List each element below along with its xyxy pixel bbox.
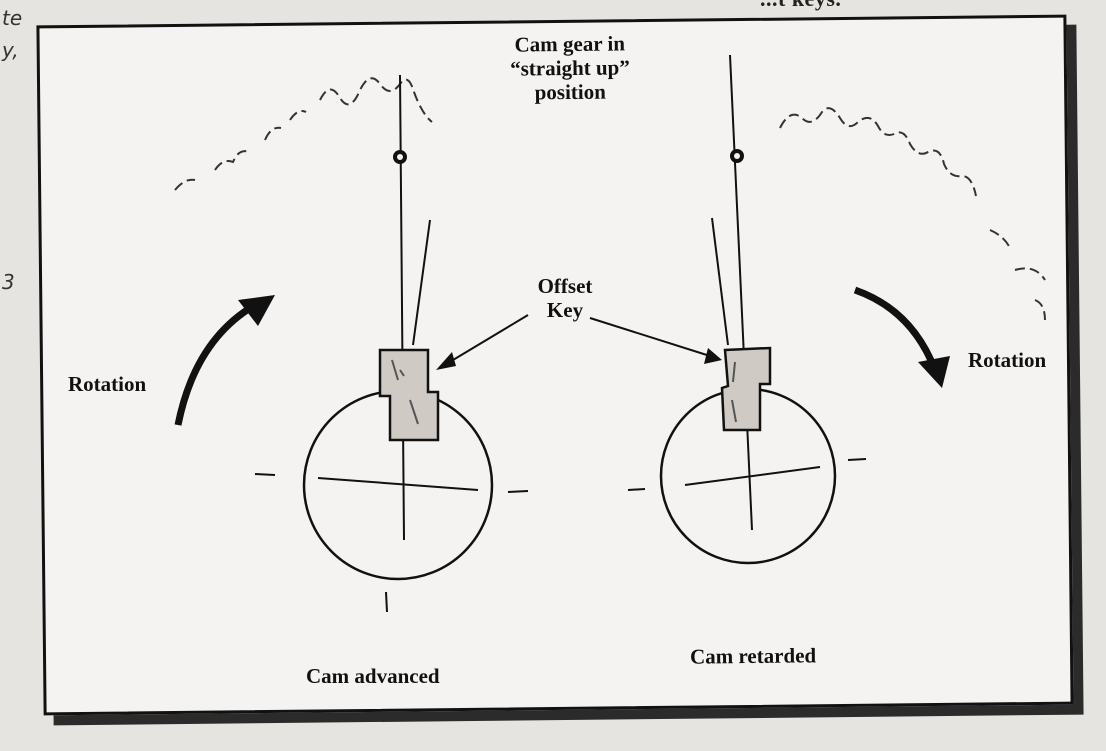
cam-gear-label-line3: position xyxy=(534,79,606,105)
top-cut-text: ...t keys. xyxy=(760,0,841,12)
right-offset-line xyxy=(711,217,729,346)
right-center-line xyxy=(729,54,753,531)
offset-key-label: Offset Key xyxy=(515,274,615,322)
rotation-label-right: Rotation xyxy=(968,348,1047,372)
gear-teeth-left xyxy=(174,77,433,191)
offset-arrow-left xyxy=(447,314,529,364)
margin-text-3: 3 xyxy=(2,270,15,294)
rotation-label-left: Rotation xyxy=(68,372,147,396)
margin-text-1: te xyxy=(2,6,23,30)
cam-advanced-label: Cam advanced xyxy=(306,664,440,688)
left-offset-line xyxy=(412,219,431,346)
rotation-arrow-left xyxy=(174,301,257,426)
offset-key-left xyxy=(378,348,440,442)
left-center-line xyxy=(399,74,405,541)
margin-text-2: y, xyxy=(2,38,19,62)
gear-teeth-right xyxy=(779,107,1046,321)
offset-arrow-right xyxy=(589,317,711,357)
cam-retarded-label: Cam retarded xyxy=(689,643,817,669)
cam-gear-label: Cam gear in “straight up” position xyxy=(470,31,671,106)
cam-gear-label-line2: “straight up” xyxy=(510,55,630,81)
offset-key-label-line1: Offset xyxy=(537,274,593,298)
offset-key-right xyxy=(720,346,772,432)
cam-gear-label-line1: Cam gear in xyxy=(514,31,626,57)
offset-key-label-line2: Key xyxy=(546,298,584,323)
rotation-arrow-right xyxy=(853,286,939,372)
